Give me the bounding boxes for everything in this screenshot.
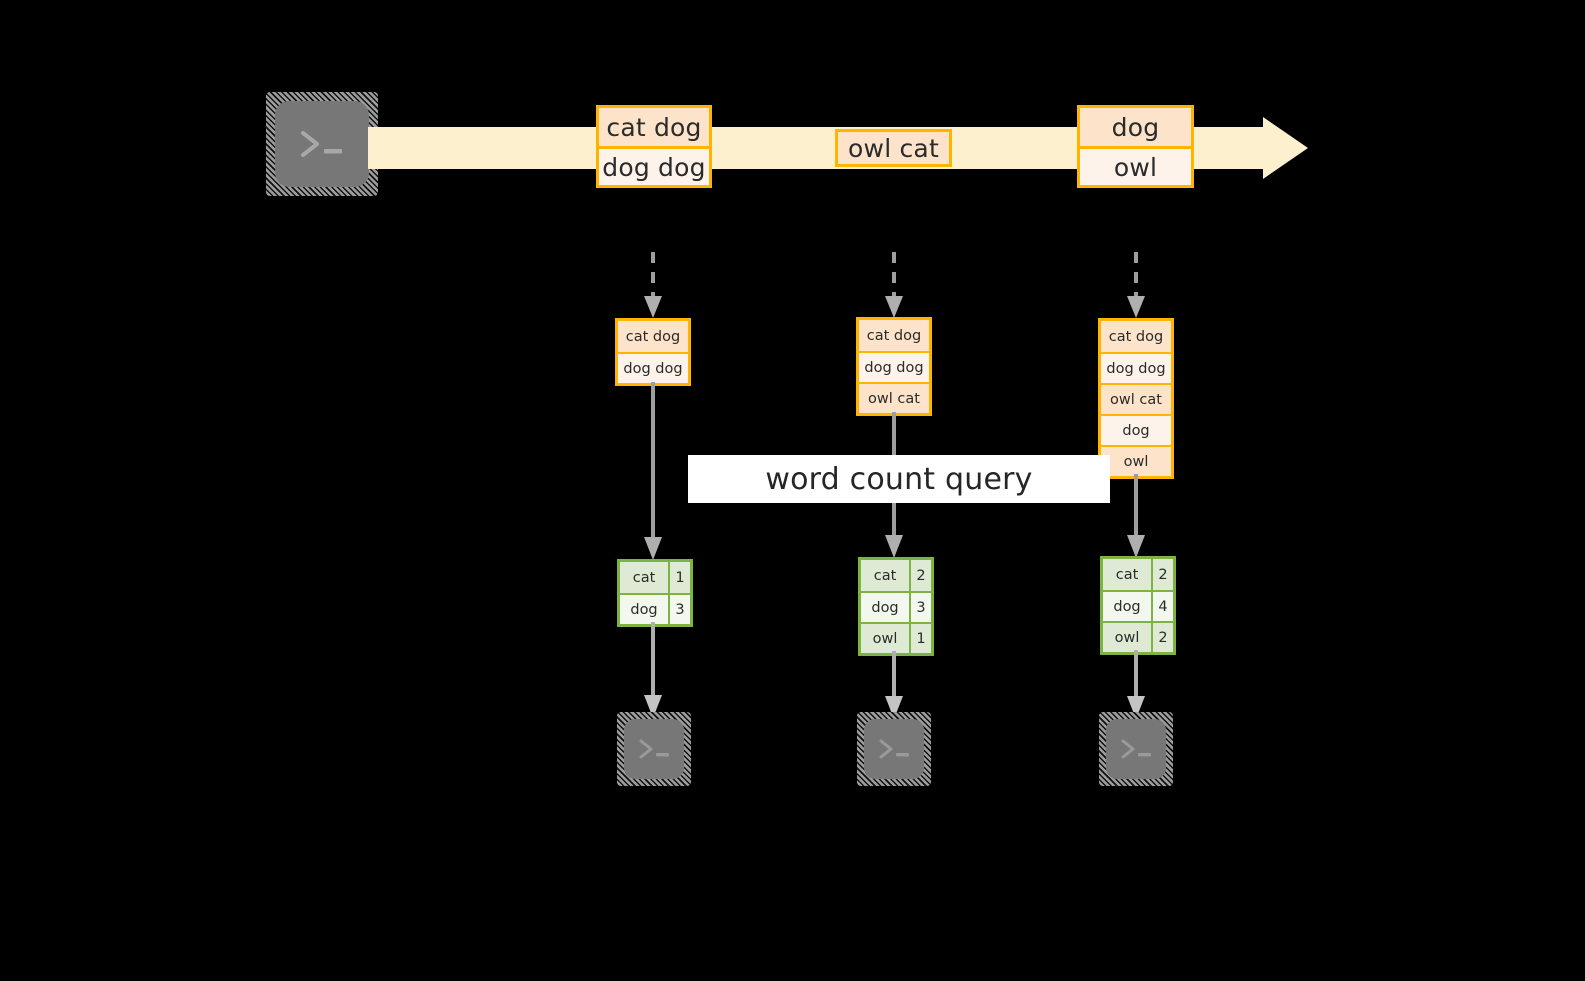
snapshot-1-dashed-connector — [640, 252, 666, 320]
terminal-prompt-glyph — [1099, 712, 1173, 786]
stream-event-1[interactable]: cat dog dog dog — [596, 105, 712, 188]
result-word: cat — [632, 569, 656, 586]
snapshot-1-sink-connector — [640, 622, 666, 720]
result-count: 1 — [668, 562, 690, 593]
snapshot-1-result-table[interactable]: cat 1 dog 3 — [617, 559, 693, 627]
result-count: 2 — [1151, 623, 1173, 652]
terminal-face — [275, 101, 369, 187]
table-row: owl 1 — [861, 622, 931, 653]
result-word: cat — [873, 567, 897, 584]
snapshot-2-input-row: dog dog — [859, 351, 929, 382]
snapshot-3-input-stack[interactable]: cat dog dog dog owl cat dog owl — [1098, 318, 1174, 479]
snapshot-3-sink-terminal-icon[interactable] — [1099, 712, 1173, 786]
snapshot-3-input-row: cat dog — [1101, 321, 1171, 352]
table-row: cat 1 — [620, 562, 690, 593]
snapshot-2-dashed-connector — [881, 252, 907, 320]
result-word: owl — [872, 630, 898, 647]
result-word: owl — [1114, 629, 1140, 646]
result-word: dog — [630, 601, 658, 618]
snapshot-3-input-row: dog dog — [1101, 352, 1171, 383]
snapshot-3-input-row: owl — [1101, 445, 1171, 476]
snapshot-2-input-stack[interactable]: cat dog dog dog owl cat — [856, 317, 932, 416]
result-count: 1 — [909, 624, 931, 653]
snapshot-1-input-row: cat dog — [618, 321, 688, 352]
result-word: cat — [1115, 566, 1139, 583]
snapshot-1-query-connector — [640, 382, 666, 562]
table-row: owl 2 — [1103, 621, 1173, 652]
snapshot-1-input-row: dog dog — [618, 352, 688, 383]
stream-event-1-line-2: dog dog — [599, 146, 709, 185]
snapshot-1-input-stack[interactable]: cat dog dog dog — [615, 318, 691, 386]
snapshot-2-result-table[interactable]: cat 2 dog 3 owl 1 — [858, 557, 934, 656]
result-count: 2 — [1151, 559, 1173, 590]
table-row: dog 3 — [620, 593, 690, 624]
table-row: cat 2 — [1103, 559, 1173, 590]
terminal-face — [864, 719, 924, 779]
snapshot-3-dashed-connector — [1123, 252, 1149, 320]
stream-event-1-line-1: cat dog — [599, 108, 709, 146]
stream-event-2[interactable]: owl cat — [835, 129, 952, 167]
result-count: 4 — [1151, 592, 1173, 621]
terminal-prompt-glyph — [266, 92, 378, 196]
table-row: cat 2 — [861, 560, 931, 591]
result-count: 2 — [909, 560, 931, 591]
snapshot-3-input-row: owl cat — [1101, 383, 1171, 414]
snapshot-3-input-row: dog — [1101, 414, 1171, 445]
terminal-prompt-glyph — [857, 712, 931, 786]
word-count-query-banner: word count query — [688, 455, 1110, 503]
result-count: 3 — [909, 593, 931, 622]
snapshot-2-sink-terminal-icon[interactable] — [857, 712, 931, 786]
terminal-face — [1106, 719, 1166, 779]
terminal-prompt-glyph — [617, 712, 691, 786]
snapshot-2-input-row: cat dog — [859, 320, 929, 351]
stream-event-3-line-1: dog — [1080, 108, 1191, 146]
snapshot-2-input-row: owl cat — [859, 382, 929, 413]
stream-event-3[interactable]: dog owl — [1077, 105, 1194, 188]
snapshot-1-sink-terminal-icon[interactable] — [617, 712, 691, 786]
table-row: dog 4 — [1103, 590, 1173, 621]
table-row: dog 3 — [861, 591, 931, 622]
result-word: dog — [1113, 598, 1141, 615]
source-terminal-icon[interactable] — [266, 92, 378, 196]
stream-event-3-line-2: owl — [1080, 146, 1191, 185]
result-word: dog — [871, 599, 899, 616]
snapshot-2-sink-connector — [881, 651, 907, 721]
terminal-face — [624, 719, 684, 779]
snapshot-3-sink-connector — [1123, 650, 1149, 721]
snapshot-3-query-connector — [1123, 474, 1149, 560]
stream-event-2-line-1: owl cat — [838, 132, 949, 164]
result-count: 3 — [668, 595, 690, 624]
snapshot-3-result-table[interactable]: cat 2 dog 4 owl 2 — [1100, 556, 1176, 655]
